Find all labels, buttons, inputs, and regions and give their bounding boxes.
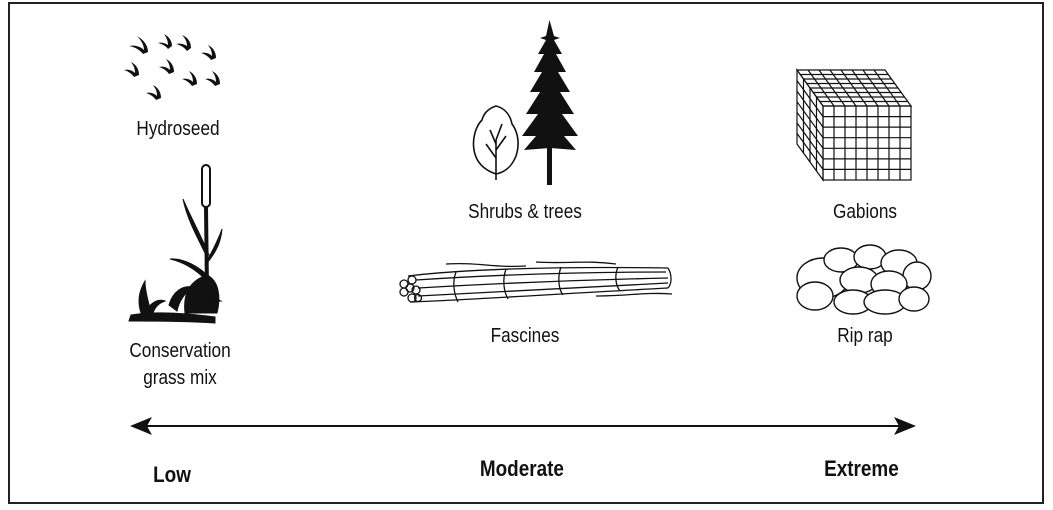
- rip-rap-label: Rip rap: [805, 324, 925, 348]
- scale-label-moderate: Moderate: [480, 456, 564, 482]
- fascines-label: Fascines: [456, 324, 594, 348]
- conservation-grass-mix-label: Conservation grass mix: [111, 338, 249, 392]
- fascine-bundle-icon: [396, 258, 676, 310]
- shrub-and-conifer-icon: [470, 20, 580, 188]
- hydroseed-sprouts-icon: [120, 34, 230, 104]
- hydroseed-label: Hydroseed: [118, 117, 238, 141]
- conservation-label-line-2: grass mix: [111, 365, 249, 392]
- shrubs-trees-label: Shrubs & trees: [452, 200, 598, 224]
- scale-label-low: Low: [153, 462, 191, 488]
- rip-rap-stones-icon: [793, 244, 933, 316]
- cattail-plant-icon: [125, 163, 225, 328]
- gabion-cage-icon: [793, 66, 923, 186]
- gabions-label: Gabions: [805, 200, 925, 224]
- intensity-scale-arrow: [128, 414, 918, 438]
- scale-label-extreme: Extreme: [824, 456, 899, 482]
- conservation-label-line-1: Conservation: [111, 338, 249, 365]
